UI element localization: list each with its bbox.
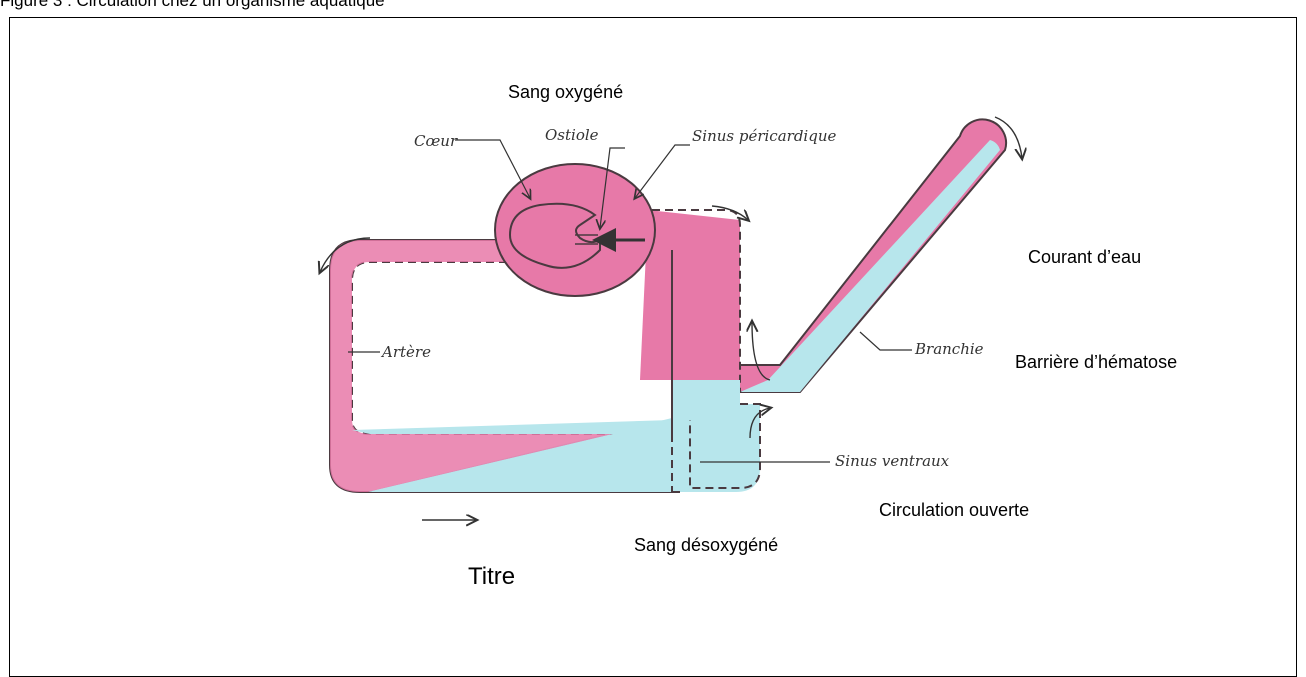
label-artery: Artère [380,343,431,361]
label-water-current: Courant d’eau [1028,247,1141,268]
label-pericardial-sinus: Sinus péricardique [692,127,836,145]
label-ventral-sinuses: Sinus ventraux [835,452,950,470]
label-heart: Cœur [414,132,458,150]
label-gill: Branchie [914,340,984,358]
label-ostiole: Ostiole [545,126,599,144]
figure-title: Titre [468,563,515,591]
label-haematosis-barrier: Barrière d’hématose [1015,352,1177,373]
label-oxygenated-blood: Sang oxygéné [508,82,623,103]
circulation-diagram: Cœur Ostiole Sinus péricardique Artère B… [0,0,1306,662]
label-open-circulation: Circulation ouverte [879,500,1029,521]
label-deoxygenated-blood: Sang désoxygéné [634,535,778,556]
